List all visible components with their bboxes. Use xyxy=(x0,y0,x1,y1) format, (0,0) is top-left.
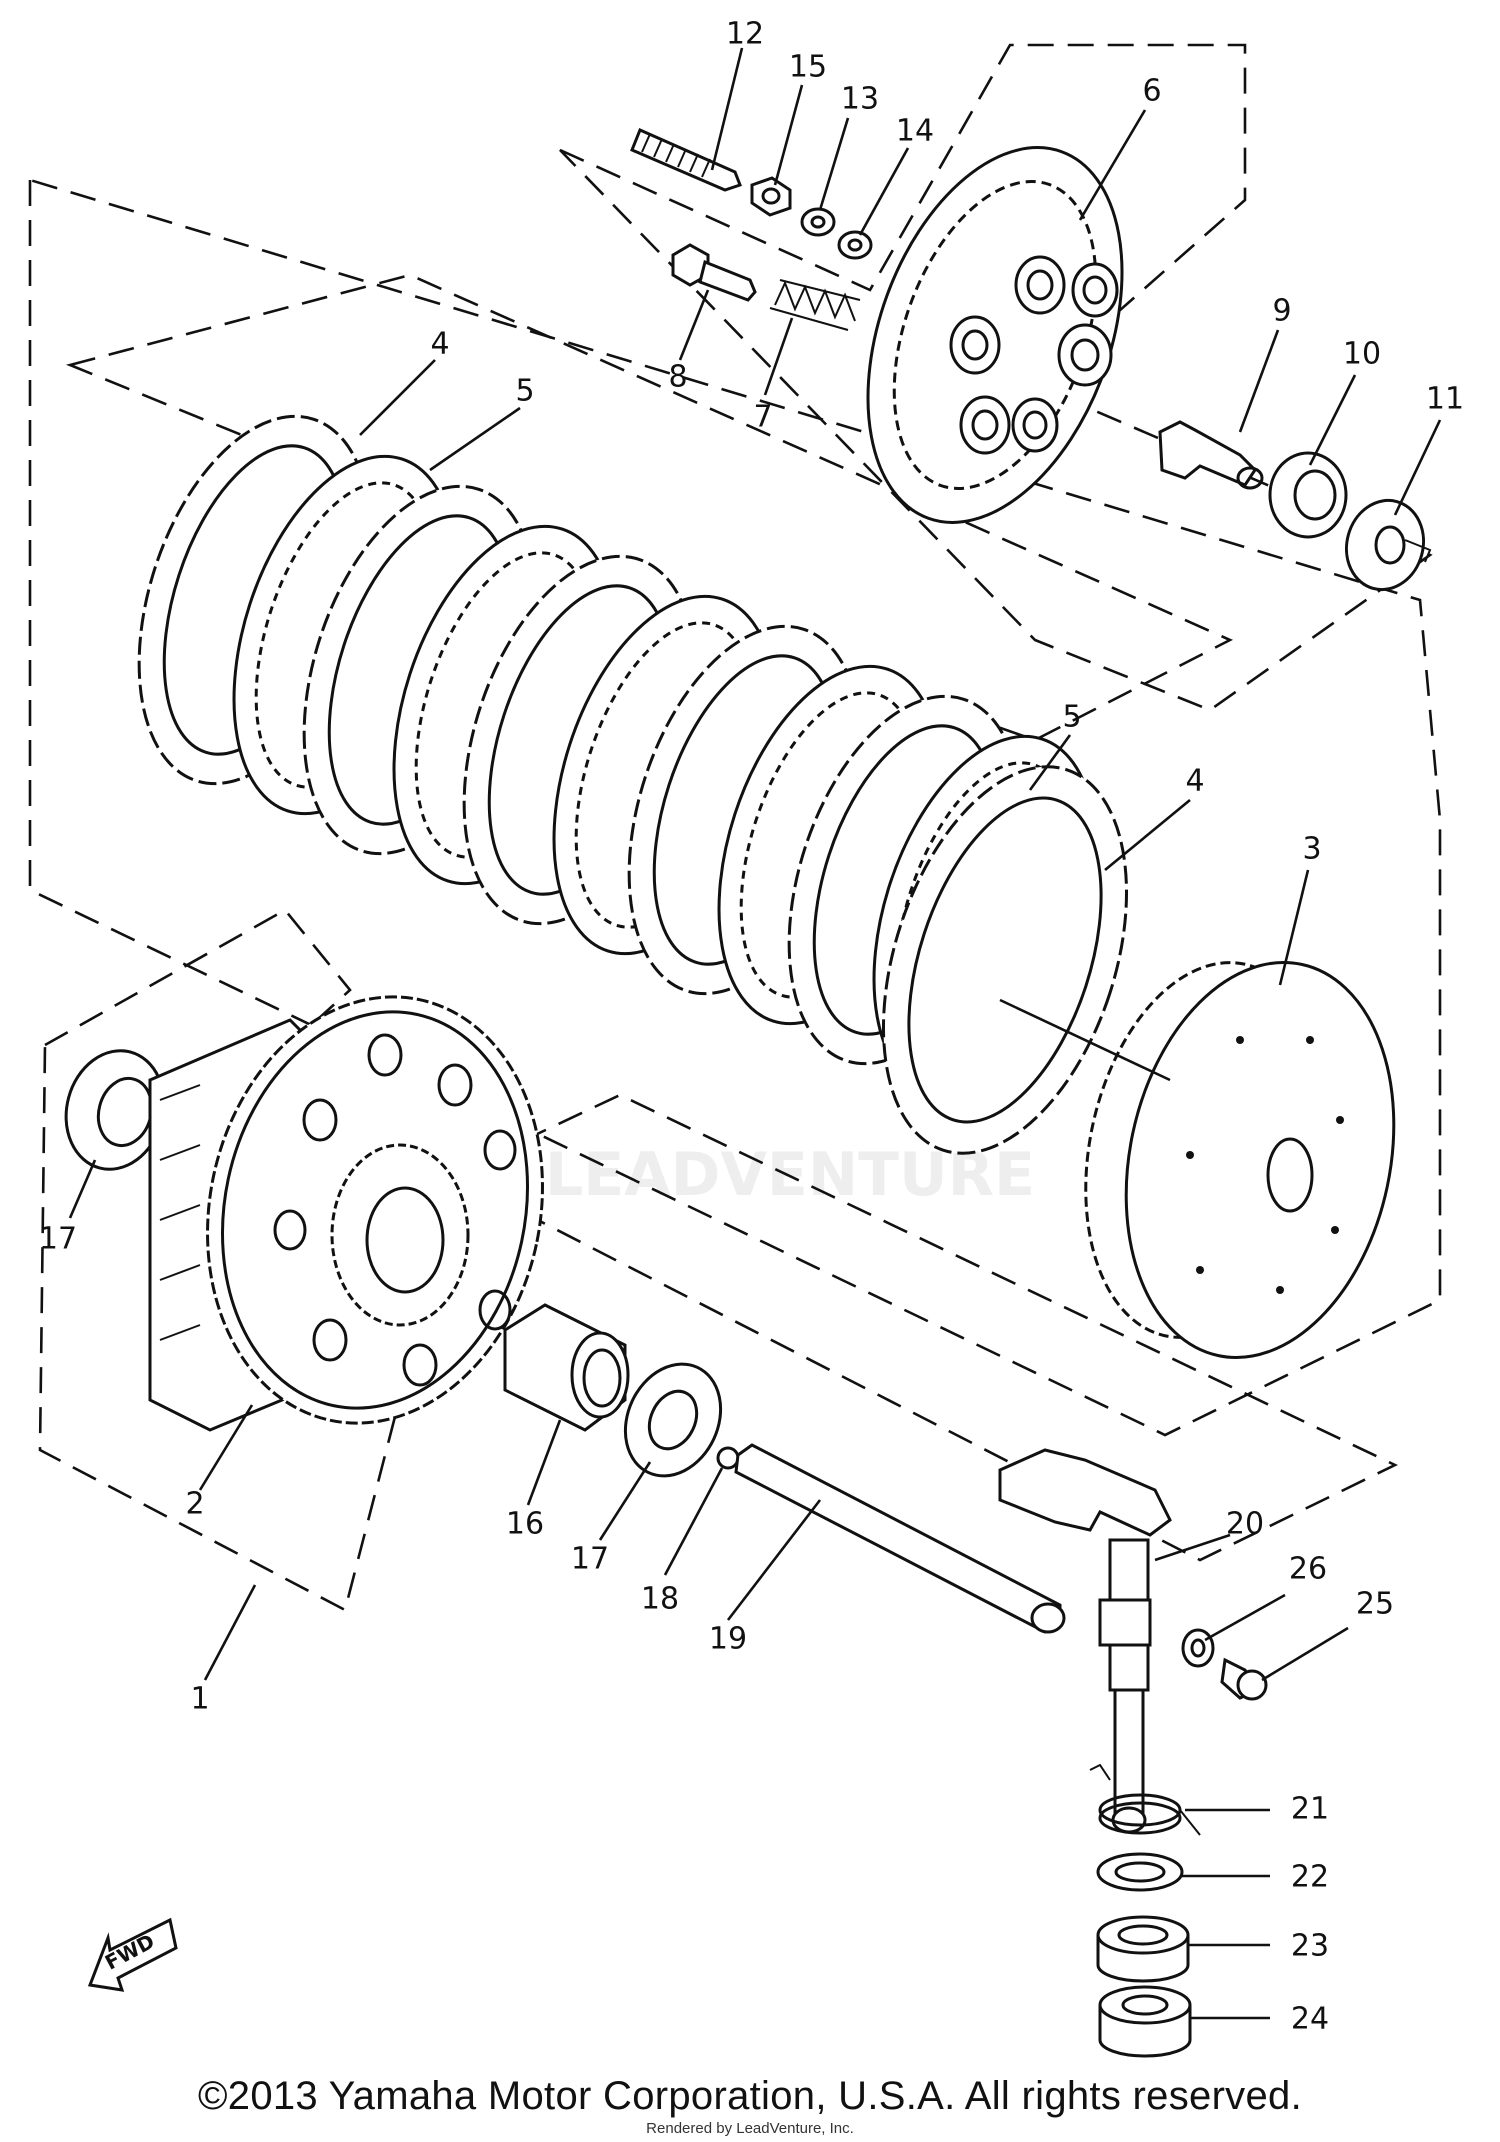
needle-bearing-part-24 xyxy=(1098,1985,1192,2058)
clutch-housing-part xyxy=(148,995,544,1432)
label-part-1: 1 xyxy=(190,1682,209,1717)
label-part-12: 12 xyxy=(726,17,764,52)
bolt-part-8 xyxy=(671,243,757,302)
push-lever-shaft-part xyxy=(998,1448,1172,1834)
label-part-8: 8 xyxy=(668,360,687,395)
bearing-part-23 xyxy=(1096,1915,1190,1983)
stud-bolt-part xyxy=(630,127,742,192)
label-part-10: 10 xyxy=(1343,337,1381,372)
ball-part-18 xyxy=(716,1446,740,1470)
label-part-5-bottom: 5 xyxy=(1062,700,1081,735)
nut-part xyxy=(750,176,792,217)
leader-lines xyxy=(68,47,1442,2020)
label-part-24: 24 xyxy=(1291,2002,1329,2037)
bearing-part-10 xyxy=(1268,451,1348,539)
washer-part-11 xyxy=(1344,498,1432,592)
label-part-17-left: 17 xyxy=(39,1222,77,1257)
spring-part-7 xyxy=(769,279,861,331)
label-part-3: 3 xyxy=(1302,832,1321,867)
group-outline-pressure-plate xyxy=(559,43,1433,712)
thrust-washer-middle xyxy=(623,1362,723,1478)
label-part-4-bottom: 4 xyxy=(1185,764,1204,799)
washer-part-26 xyxy=(1181,1628,1215,1668)
label-part-7: 7 xyxy=(753,400,772,435)
clutch-boss-part xyxy=(1084,961,1396,1359)
push-rod-part-9 xyxy=(1158,420,1264,490)
label-part-26: 26 xyxy=(1289,1552,1327,1587)
label-part-21: 21 xyxy=(1291,1792,1329,1827)
clutch-plate-stack xyxy=(137,414,1129,1155)
rendered-by-note: Rendered by LeadVenture, Inc. xyxy=(646,2120,854,2137)
push-rod-part-19 xyxy=(734,1443,1066,1634)
label-part-4-top: 4 xyxy=(430,327,449,362)
label-part-23: 23 xyxy=(1291,1929,1329,1964)
label-part-9: 9 xyxy=(1272,294,1291,329)
washer-part-14 xyxy=(837,230,873,260)
label-part-19: 19 xyxy=(709,1622,747,1657)
spacer-part-16 xyxy=(503,1303,630,1432)
label-part-11: 11 xyxy=(1426,382,1464,417)
oil-seal-part-22 xyxy=(1096,1852,1184,1892)
label-part-18: 18 xyxy=(641,1582,679,1617)
label-part-13: 13 xyxy=(841,82,879,117)
screw-part-25 xyxy=(1220,1657,1268,1701)
part-labels: 12 15 13 14 6 8 7 9 10 11 4 5 5 4 3 17 2… xyxy=(39,17,1464,2037)
pressure-plate-part xyxy=(866,146,1124,524)
spring-part-21 xyxy=(1089,1763,1201,1836)
label-part-16: 16 xyxy=(506,1507,544,1542)
label-part-15: 15 xyxy=(789,50,827,85)
copyright-notice: ©2013 Yamaha Motor Corporation, U.S.A. A… xyxy=(198,2074,1302,2118)
group-outline-clutch-stack xyxy=(28,178,1442,1437)
label-part-14: 14 xyxy=(896,114,934,149)
washer-part-13 xyxy=(800,207,836,237)
label-part-25: 25 xyxy=(1356,1587,1394,1622)
label-part-5-top: 5 xyxy=(515,374,534,409)
label-part-6: 6 xyxy=(1142,74,1161,109)
group-outline-plates xyxy=(65,273,1234,742)
group-outline-boss xyxy=(447,1093,1398,1562)
label-part-2: 2 xyxy=(185,1487,204,1522)
label-part-17-middle: 17 xyxy=(571,1542,609,1577)
label-part-22: 22 xyxy=(1291,1860,1329,1895)
group-outline-clutch-housing xyxy=(38,908,422,1612)
forward-arrow-icon: FWD xyxy=(87,1917,178,1992)
label-part-20: 20 xyxy=(1226,1507,1264,1542)
